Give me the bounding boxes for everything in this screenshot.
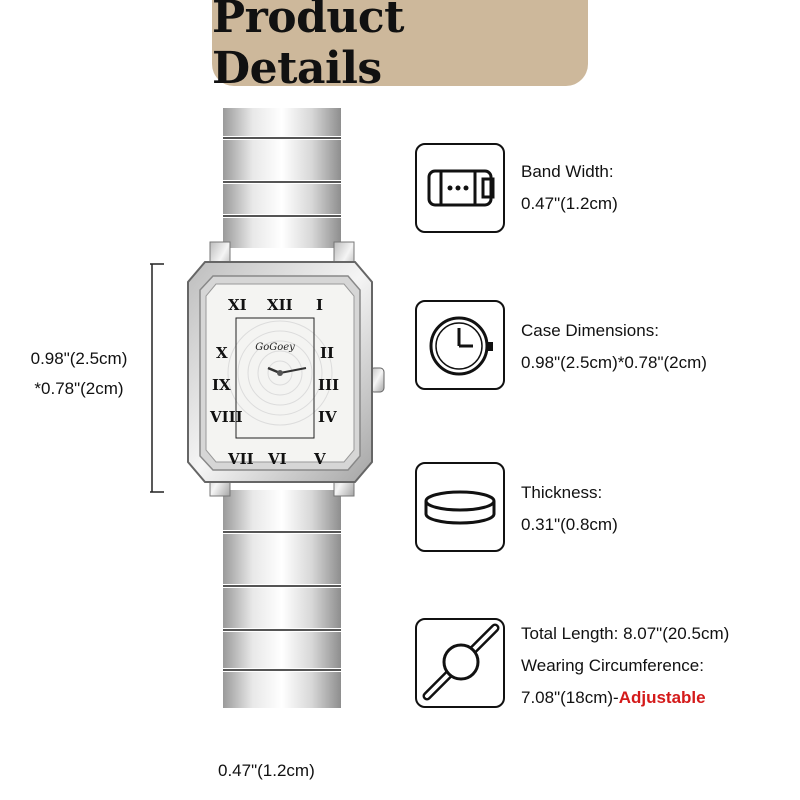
case-height-text: 0.98"(2.5cm): [30, 349, 128, 368]
spec-label: Case Dimensions:: [521, 321, 659, 340]
case-icon-box: [415, 300, 505, 390]
watch-face-icon: [429, 316, 493, 376]
page-title: Product Details: [212, 0, 405, 94]
svg-text:II: II: [320, 344, 334, 362]
svg-text:XII: XII: [267, 296, 293, 314]
svg-text:V: V: [313, 450, 326, 468]
spec-thickness: Thickness: 0.31"(0.8cm): [521, 477, 618, 541]
spec-total-length: Total Length: 8.07"(20.5cm) Wearing Circ…: [521, 618, 729, 714]
svg-text:I: I: [316, 296, 323, 314]
spec-value: 0.47"(1.2cm): [521, 194, 618, 213]
watch-band-icon: [427, 169, 495, 207]
band-bottom: [223, 490, 341, 708]
spec-value: 0.98"(2.5cm)*0.78"(2cm): [521, 353, 707, 372]
spec-label: Total Length: 8.07"(20.5cm): [521, 624, 730, 643]
spec-case-dimensions: Case Dimensions: 0.98"(2.5cm)*0.78"(2cm): [521, 315, 707, 379]
spec-value: 7.08"(18cm)-: [521, 688, 619, 707]
spec-value-line: 7.08"(18cm)-Adjustable: [521, 682, 729, 714]
watch-dial: XI XII I II III IV V VI VII VIII IX X Go…: [205, 283, 355, 468]
svg-text:VII: VII: [227, 450, 254, 468]
band-width-label: 0.47"(1.2cm): [218, 761, 315, 780]
spec-label-circumference: Wearing Circumference:: [521, 656, 704, 675]
spec-value: 0.31"(0.8cm): [521, 515, 618, 534]
thickness-icon-box: [415, 462, 505, 552]
svg-text:VIII: VIII: [209, 408, 243, 426]
band-icon-box: [415, 143, 505, 233]
spec-label: Band Width:: [521, 162, 614, 181]
svg-text:X: X: [216, 344, 228, 362]
minute-hand: [279, 367, 307, 374]
svg-text:XI: XI: [228, 296, 247, 314]
adjustable-badge: Adjustable: [618, 688, 706, 707]
svg-text:IX: IX: [212, 376, 231, 394]
brand-logo: GoGoey: [255, 342, 295, 353]
spec-band-width: Band Width: 0.47"(1.2cm): [521, 156, 618, 220]
case-dimension-label: 0.98"(2.5cm) *0.78"(2cm): [18, 344, 140, 404]
svg-text:IV: IV: [318, 408, 337, 426]
case-width-text: *0.78"(2cm): [34, 379, 124, 398]
watch-image: XI XII I II III IV V VI VII VIII IX X Go…: [150, 108, 385, 708]
svg-text:III: III: [318, 376, 339, 394]
full-watch-icon: [422, 623, 500, 701]
title-banner: Product Details: [212, 0, 588, 94]
band-top: [223, 108, 341, 248]
svg-text:VI: VI: [267, 450, 287, 468]
spec-label: Thickness:: [521, 483, 603, 502]
length-icon-box: [415, 618, 505, 708]
thickness-disc-icon: [424, 490, 496, 525]
case-dimension-bracket: [150, 263, 164, 493]
